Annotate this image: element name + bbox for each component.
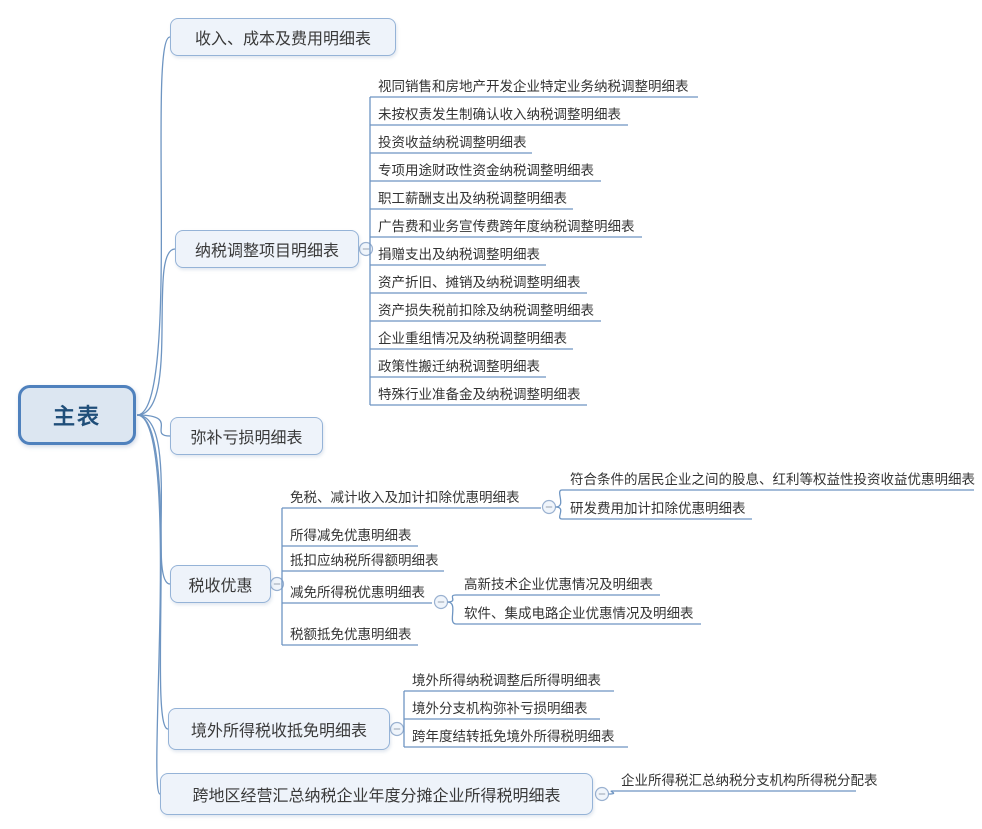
subtopic-label[interactable]: 抵扣应纳税所得额明细表 — [290, 553, 439, 568]
branch-connector — [136, 414, 169, 730]
branch-connector — [136, 414, 171, 437]
root-node[interactable]: 主表 — [18, 385, 136, 445]
fork-connector — [447, 601, 457, 625]
branch-connector — [136, 248, 176, 416]
subtopic-label[interactable]: 跨年度结转抵免境外所得税明细表 — [412, 729, 615, 744]
subtopic-label[interactable]: 企业重组情况及纳税调整明细表 — [378, 331, 567, 346]
fork-connector — [555, 489, 563, 508]
subtopic-label[interactable]: 研发费用加计扣除优惠明细表 — [570, 501, 746, 516]
subtopic-label[interactable]: 免税、减计收入及加计扣除优惠明细表 — [290, 490, 520, 505]
branch-connector — [136, 36, 171, 416]
topic-node-6[interactable]: 跨地区经营汇总纳税企业年度分摊企业所得税明细表 — [160, 773, 593, 815]
subtopic-label[interactable]: 减免所得税优惠明细表 — [290, 585, 425, 600]
subtopic-label[interactable]: 符合条件的居民企业之间的股息、红利等权益性投资收益优惠明细表 — [570, 472, 975, 487]
subtopic-label[interactable]: 资产折旧、摊销及纳税调整明细表 — [378, 275, 581, 290]
topic-node-1[interactable]: 收入、成本及费用明细表 — [170, 18, 396, 56]
topic-node-4[interactable]: 税收优惠 — [170, 565, 271, 603]
topic-node-5[interactable]: 境外所得税收抵免明细表 — [168, 708, 390, 750]
subtopic-label[interactable]: 广告费和业务宣传费跨年度纳税调整明细表 — [378, 219, 635, 234]
subtopic-label[interactable]: 境外分支机构弥补亏损明细表 — [412, 701, 588, 716]
subtopic-label[interactable]: 视同销售和房地产开发企业特定业务纳税调整明细表 — [378, 79, 689, 94]
subtopic-label[interactable]: 所得减免优惠明细表 — [290, 528, 412, 543]
subtopic-label[interactable]: 企业所得税汇总纳税分支机构所得税分配表 — [621, 773, 878, 788]
topic-node-3[interactable]: 弥补亏损明细表 — [170, 417, 323, 455]
subtopic-label[interactable]: 专项用途财政性资金纳税调整明细表 — [378, 163, 594, 178]
subtopic-label[interactable]: 税额抵免优惠明细表 — [290, 627, 412, 642]
subtopic-label[interactable]: 特殊行业准备金及纳税调整明细表 — [378, 387, 581, 402]
topic-node-2[interactable]: 纳税调整项目明细表 — [175, 230, 359, 268]
subtopic-label[interactable]: 投资收益纳税调整明细表 — [378, 135, 527, 150]
branch-connector — [136, 414, 162, 795]
subtopic-label[interactable]: 捐赠支出及纳税调整明细表 — [378, 247, 540, 262]
subtopic-label[interactable]: 未按权责发生制确认收入纳税调整明细表 — [378, 107, 621, 122]
fork-connector — [608, 790, 615, 795]
subtopic-label[interactable]: 资产损失税前扣除及纳税调整明细表 — [378, 303, 594, 318]
subtopic-label[interactable]: 境外所得纳税调整后所得明细表 — [412, 673, 601, 688]
subtopic-label[interactable]: 政策性搬迁纳税调整明细表 — [378, 359, 540, 374]
branch-connector — [136, 414, 171, 585]
subtopic-label[interactable]: 软件、集成电路企业优惠情况及明细表 — [464, 606, 694, 621]
subtopic-label[interactable]: 高新技术企业优惠情况及明细表 — [464, 577, 653, 592]
fork-connector — [555, 506, 563, 520]
subtopic-label[interactable]: 职工薪酬支出及纳税调整明细表 — [378, 191, 567, 206]
